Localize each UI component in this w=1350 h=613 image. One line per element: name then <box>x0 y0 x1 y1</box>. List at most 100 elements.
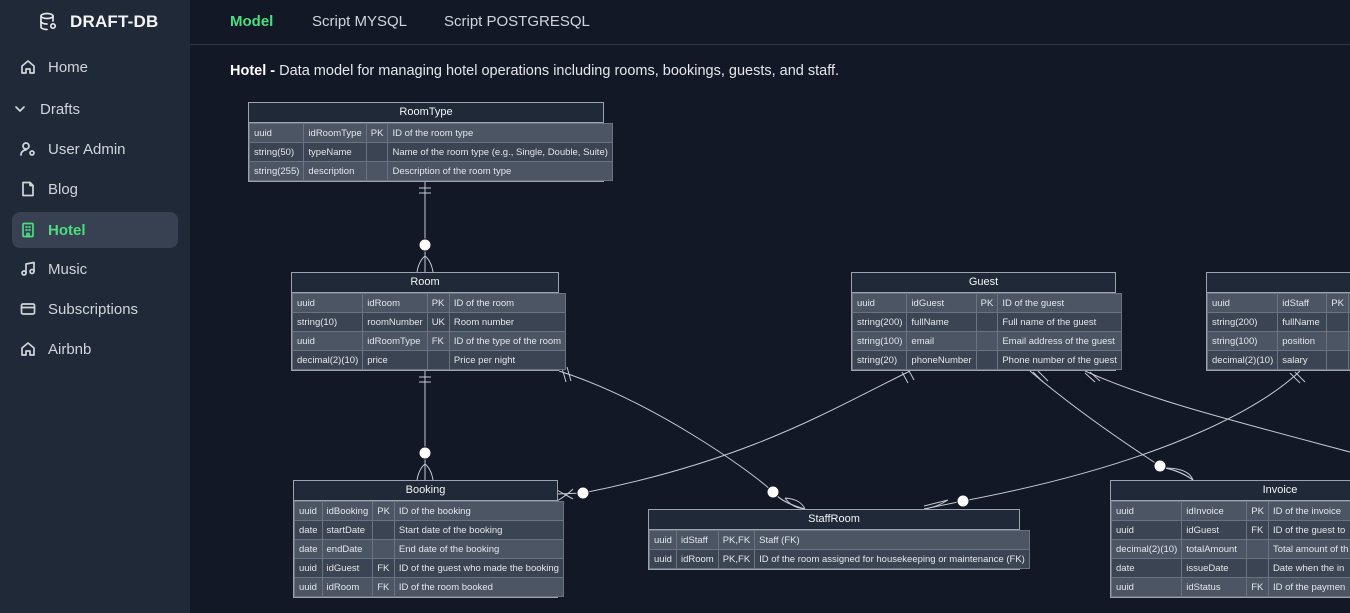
sidebar-item-drafts[interactable]: Drafts <box>12 91 178 127</box>
column-description: Email address of the guest <box>997 331 1122 351</box>
tab-model[interactable]: Model <box>230 13 274 30</box>
relation-room-staffroom <box>558 370 806 510</box>
column-name: idInvoice <box>1181 501 1248 521</box>
table-row: uuid idGuest PK ID of the guest <box>851 293 1122 313</box>
column-name: totalAmount <box>1181 539 1248 559</box>
tab-script-mysql[interactable]: Script MYSQL <box>312 13 408 30</box>
sidebar-item-user-admin[interactable]: User Admin <box>12 131 178 167</box>
column-name: fullName <box>906 312 977 332</box>
column-name: description <box>303 161 367 181</box>
entity-title: Invoice <box>1111 481 1350 501</box>
model-description-text: Data model for managing hotel operations… <box>275 63 840 79</box>
column-description: ID of the guest to <box>1267 520 1350 540</box>
column-key: PK <box>365 123 389 143</box>
column-type: date <box>294 539 323 559</box>
entity-guest[interactable]: Guest uuid idGuest PK ID of the guest st… <box>851 272 1122 371</box>
column-type: uuid <box>248 123 305 143</box>
column-key <box>975 350 999 370</box>
column-name: email <box>906 331 977 351</box>
column-type: string(255) <box>248 161 305 181</box>
column-description: ID of the booking <box>393 501 564 521</box>
column-name: idRoom <box>362 293 428 313</box>
column-key: PK <box>426 293 450 313</box>
table-row: date startDate Start date of the booking <box>294 520 564 540</box>
column-name: endDate <box>321 539 374 559</box>
column-type: uuid <box>851 293 908 313</box>
entity-staff[interactable]: uuid idStaff PK string(200) fullName str… <box>1206 272 1350 371</box>
column-type: decimal(2)(10) <box>291 350 364 370</box>
table-row: string(50) typeName Name of the room typ… <box>248 142 613 162</box>
column-description: Total amount of th <box>1267 539 1350 559</box>
sidebar-item-hotel[interactable]: Hotel <box>12 212 178 248</box>
brand[interactable]: DRAFT-DB <box>38 12 158 32</box>
column-name: price <box>362 350 428 370</box>
column-key <box>1246 558 1269 578</box>
sidebar-item-home[interactable]: Home <box>12 49 178 85</box>
home-icon <box>20 341 36 357</box>
table-row: decimal(2)(10) totalAmount Total amount … <box>1110 539 1350 559</box>
column-description: ID of the room assigned for housekeeping… <box>754 549 1030 569</box>
column-name: issueDate <box>1181 558 1248 578</box>
diagram-canvas[interactable]: RoomType uuid idRoomType PK ID of the ro… <box>190 0 1350 613</box>
column-key: PK <box>1246 501 1269 521</box>
column-key <box>1326 331 1349 351</box>
column-name: idRoom <box>321 577 374 597</box>
music-icon <box>20 261 36 277</box>
column-description: Price per night <box>448 350 567 370</box>
column-type: string(100) <box>1206 331 1279 351</box>
column-name: idGuest <box>321 558 374 578</box>
column-description: ID of the room type <box>387 123 613 143</box>
column-name: idGuest <box>1181 520 1248 540</box>
column-description: ID of the guest who made the booking <box>393 558 564 578</box>
table-row: decimal(2)(10) price Price per night <box>291 350 567 370</box>
sidebar-item-blog[interactable]: Blog <box>12 171 178 207</box>
sidebar-item-label: Hotel <box>48 221 86 239</box>
table-row: uuid idBooking PK ID of the booking <box>294 501 564 521</box>
tab-script-postgresql[interactable]: Script POSTGRESQL <box>444 13 590 30</box>
column-key <box>372 520 395 540</box>
sidebar-item-subscriptions[interactable]: Subscriptions <box>12 291 178 327</box>
entity-columns: uuid idInvoice PK ID of the invoice uuid… <box>1110 501 1350 597</box>
home-icon <box>20 59 36 75</box>
entity-roomtype[interactable]: RoomType uuid idRoomType PK ID of the ro… <box>248 102 613 182</box>
user-admin-icon <box>20 141 36 157</box>
column-type: string(100) <box>851 331 908 351</box>
column-description: Room number <box>448 312 567 332</box>
column-type: string(20) <box>851 350 908 370</box>
entity-columns: uuid idGuest PK ID of the guest string(2… <box>851 293 1122 370</box>
credit-card-icon <box>20 301 36 317</box>
entity-booking[interactable]: Booking uuid idBooking PK ID of the book… <box>293 480 564 598</box>
column-type: uuid <box>291 293 364 313</box>
table-row: uuid idGuest FK ID of the guest who made… <box>294 558 564 578</box>
column-description: ID of the guest <box>997 293 1122 313</box>
relationship-lines <box>416 182 1350 510</box>
sidebar-item-label: Airbnb <box>48 340 92 358</box>
sidebar-item-music[interactable]: Music <box>12 251 178 287</box>
building-icon <box>20 222 36 238</box>
entity-title: Booking <box>294 481 557 501</box>
connector-dot <box>418 238 432 252</box>
table-row: uuid idGuest FK ID of the guest to <box>1110 520 1350 540</box>
model-name: Hotel - <box>230 63 276 79</box>
entity-room[interactable]: Room uuid idRoom PK ID of the room strin… <box>291 272 567 371</box>
sidebar-item-label: Music <box>48 260 88 278</box>
entity-staffroom[interactable]: StaffRoom uuid idStaff PK,FK Staff (FK) … <box>648 509 1030 570</box>
file-icon <box>20 181 36 197</box>
table-row: uuid idRoomType PK ID of the room type <box>248 123 613 143</box>
entity-invoice[interactable]: Invoice uuid idInvoice PK ID of the invo… <box>1110 480 1350 598</box>
column-name: idStaff <box>675 530 719 550</box>
sidebar-item-airbnb[interactable]: Airbnb <box>12 331 178 367</box>
relation-guest-booking <box>556 370 911 495</box>
table-row: string(100) email Email address of the g… <box>851 331 1122 351</box>
column-type: uuid <box>294 577 323 597</box>
column-type: date <box>294 520 323 540</box>
connector-dot <box>956 494 970 508</box>
column-type: decimal(2)(10) <box>1110 539 1183 559</box>
column-type: string(50) <box>248 142 305 162</box>
column-type: date <box>1110 558 1183 578</box>
column-name: idRoom <box>675 549 719 569</box>
entity-title <box>1207 273 1350 293</box>
relation-staff-staffroom <box>923 370 1301 510</box>
column-key <box>426 350 450 370</box>
column-key: PK <box>1326 293 1349 313</box>
